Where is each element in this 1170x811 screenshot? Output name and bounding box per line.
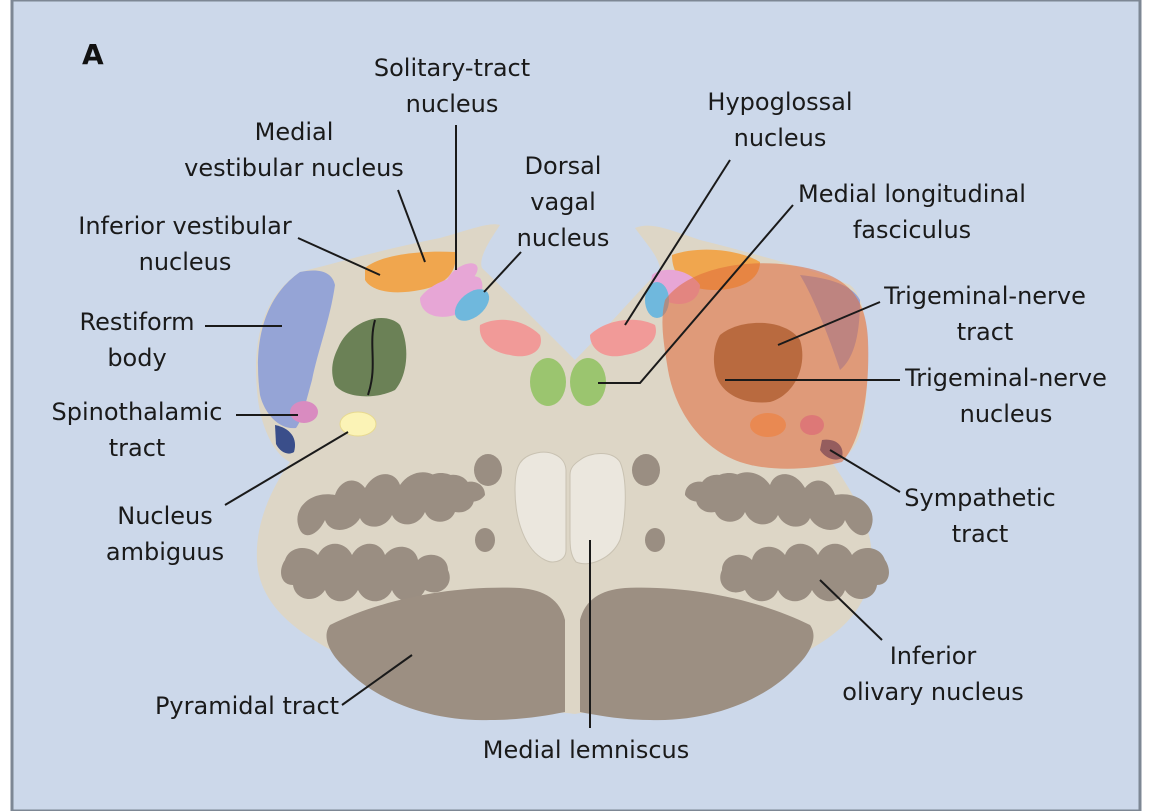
hypoglossal-nucleus-left [479, 319, 541, 357]
dorsal-vagal-nucleus-right [645, 282, 669, 318]
label-nucleus-ambiguus-1: Nucleus [117, 502, 213, 530]
spinothalamic-tract-left [290, 401, 318, 423]
pyramidal-tract-left [326, 587, 565, 721]
label-sympathetic-tract-1: Sympathetic [904, 484, 1055, 512]
panel-letter: A [82, 38, 104, 71]
leader-lines [205, 125, 901, 728]
inferior-olive-left [281, 454, 502, 602]
label-trigeminal-nerve-tract-1: Trigeminal-nerve [883, 282, 1086, 310]
sympathetic-tract-left [275, 425, 296, 454]
label-dorsal-vagal-nucleus-2: vagal [530, 188, 596, 216]
pyramidal-tract-right [580, 587, 814, 721]
lesion-area [662, 263, 869, 469]
label-sympathetic-tract-2: tract [952, 520, 1009, 548]
restiform-body-left [258, 270, 335, 429]
label-spinothalamic-tract-1: Spinothalamic [52, 398, 223, 426]
label-solitary-tract-nucleus-2: nucleus [406, 90, 499, 118]
label-inferior-vestibular-nucleus-2: nucleus [139, 248, 232, 276]
label-dorsal-vagal-nucleus-1: Dorsal [525, 152, 602, 180]
label-solitary-tract-nucleus-1: Solitary-tract [374, 54, 530, 82]
label-pyramidal-tract: Pyramidal tract [155, 692, 339, 720]
mlf-right [570, 358, 606, 406]
label-medial-lemniscus: Medial lemniscus [483, 736, 689, 764]
label-trigeminal-nerve-tract-2: tract [957, 318, 1014, 346]
inferior-olive-right [632, 454, 889, 602]
label-inferior-vestibular-nucleus-1: Inferior vestibular [78, 212, 292, 240]
trigeminal-nucleus-left [332, 318, 407, 397]
vestibular-nucleus-left [365, 251, 456, 293]
label-inferior-olivary-nucleus-1: Inferior [890, 642, 977, 670]
label-hypoglossal-nucleus-1: Hypoglossal [707, 88, 852, 116]
label-inferior-olivary-nucleus-2: olivary nucleus [842, 678, 1023, 706]
label-medial-vestibular-nucleus-2: vestibular nucleus [184, 154, 404, 182]
label-mlf-1: Medial longitudinal [798, 180, 1026, 208]
label-trigeminal-nerve-nucleus-2: nucleus [960, 400, 1053, 428]
label-spinothalamic-tract-2: tract [109, 434, 166, 462]
label-restiform-body-2: body [107, 344, 166, 372]
nucleus-ambiguus-left [339, 411, 377, 437]
label-trigeminal-nerve-nucleus-1: Trigeminal-nerve [904, 364, 1107, 392]
label-dorsal-vagal-nucleus-3: nucleus [517, 224, 610, 252]
medial-lemniscus-right [569, 453, 626, 565]
label-restiform-body-1: Restiform [80, 308, 195, 336]
medial-lemniscus-left [514, 451, 567, 563]
trigeminal-nucleus-left-split [367, 319, 376, 396]
dorsal-vagal-nucleus-left [454, 289, 490, 321]
label-nucleus-ambiguus-2: ambiguus [106, 538, 224, 566]
label-hypoglossal-nucleus-2: nucleus [734, 124, 827, 152]
label-medial-vestibular-nucleus-1: Medial [255, 118, 334, 146]
label-mlf-2: fasciculus [853, 216, 971, 244]
solitary-tract-left [446, 263, 478, 289]
hypoglossal-nucleus-right [590, 319, 656, 357]
mlf-left [530, 358, 566, 406]
